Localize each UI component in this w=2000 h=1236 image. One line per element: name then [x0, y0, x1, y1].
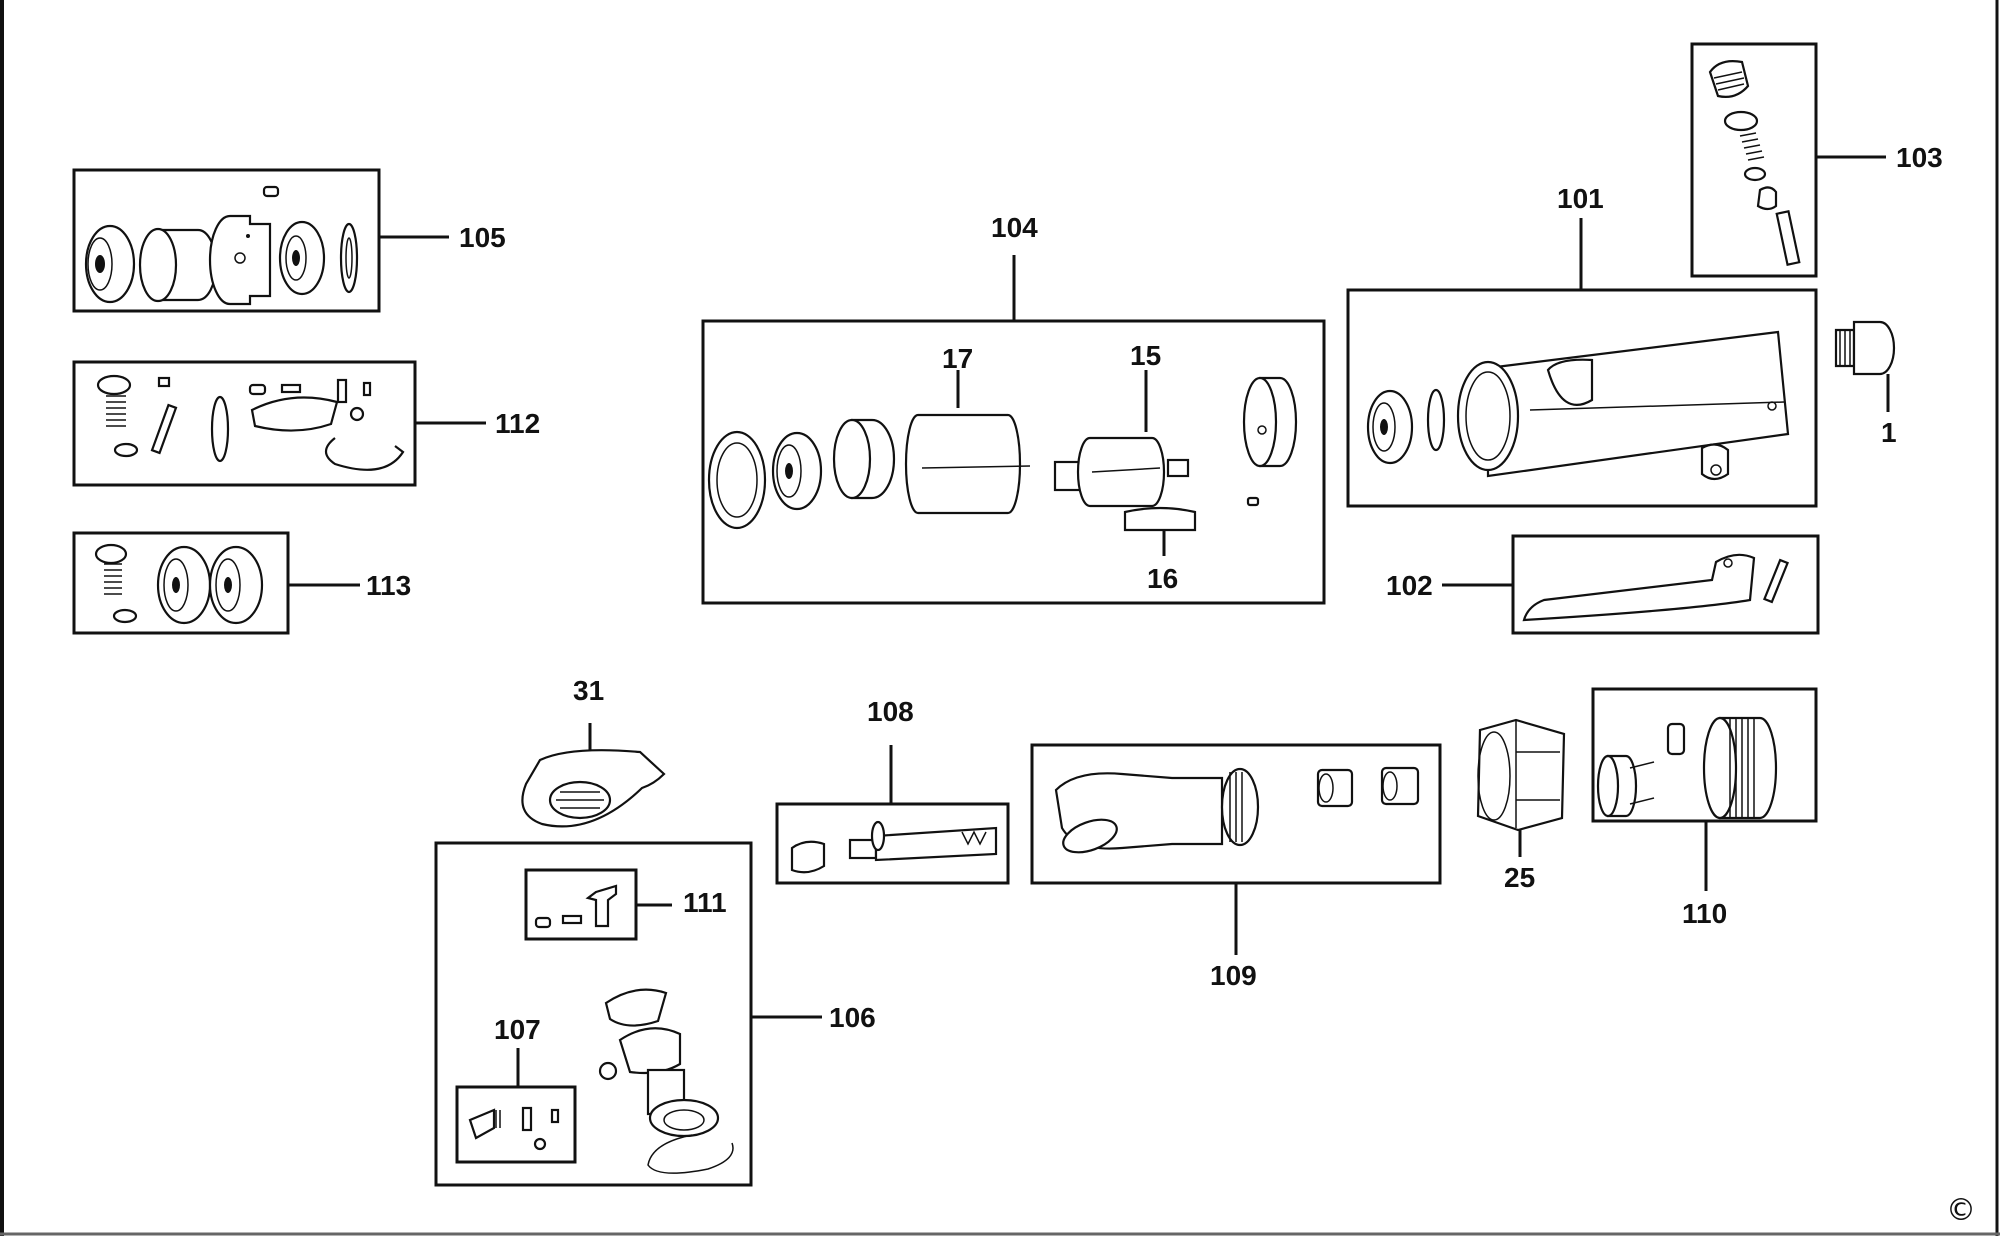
- callout-107[interactable]: 107: [455, 1014, 577, 1164]
- callout-108[interactable]: 108: [775, 696, 1010, 885]
- label-1[interactable]: 1: [1881, 417, 1897, 448]
- parts-108: [790, 820, 998, 874]
- callout-103[interactable]: 103: [1690, 42, 1943, 278]
- label-103[interactable]: 103: [1896, 142, 1943, 173]
- kit-box-107: [455, 1085, 577, 1164]
- parts-107: [468, 1106, 560, 1151]
- callout-110[interactable]: 110: [1591, 687, 1818, 929]
- parts-104: [707, 376, 1298, 532]
- parts-111: [534, 884, 618, 929]
- copyright-symbol: ©: [1946, 1193, 1976, 1228]
- part-31: [521, 749, 666, 828]
- callout-105[interactable]: 105: [72, 168, 506, 313]
- callout-102[interactable]: 102: [1386, 534, 1820, 635]
- kit-box-105: [72, 168, 381, 313]
- part-25: [1476, 718, 1566, 832]
- label-101[interactable]: 101: [1557, 183, 1604, 214]
- part-1: [1834, 320, 1896, 376]
- label-107[interactable]: 107: [494, 1014, 541, 1045]
- kit-box-111: [524, 868, 638, 941]
- kit-box-103: [1690, 42, 1818, 278]
- label-16[interactable]: 16: [1147, 563, 1178, 594]
- label-108[interactable]: 108: [867, 696, 914, 727]
- label-17[interactable]: 17: [942, 343, 973, 374]
- callout-31[interactable]: 31: [521, 675, 666, 828]
- parts-105: [84, 185, 359, 306]
- label-31[interactable]: 31: [573, 675, 604, 706]
- kit-box-113: [72, 531, 290, 635]
- label-105[interactable]: 105: [459, 222, 506, 253]
- callout-113[interactable]: 113: [72, 531, 411, 635]
- label-111[interactable]: 111: [683, 887, 727, 918]
- parts-112: [96, 374, 405, 471]
- kit-box-106: [434, 841, 753, 1187]
- callout-25[interactable]: 25: [1476, 718, 1566, 893]
- label-15[interactable]: 15: [1130, 340, 1161, 371]
- parts-110: [1596, 716, 1778, 820]
- label-113[interactable]: 113: [366, 570, 411, 601]
- parts-113: [94, 543, 264, 625]
- label-112[interactable]: 112: [495, 408, 540, 439]
- callout-111[interactable]: 111: [524, 868, 727, 941]
- callout-109[interactable]: 109: [1030, 743, 1442, 991]
- parts-106: [598, 988, 734, 1174]
- label-110[interactable]: 110: [1682, 898, 1727, 929]
- label-102[interactable]: 102: [1386, 570, 1433, 601]
- parts-101: [1366, 330, 1790, 481]
- label-109[interactable]: 109: [1210, 960, 1257, 991]
- parts-102: [1522, 553, 1790, 622]
- label-25[interactable]: 25: [1504, 862, 1535, 893]
- parts-103: [1708, 60, 1801, 266]
- callout-106[interactable]: 106: [434, 841, 876, 1187]
- callout-112[interactable]: 112: [72, 360, 540, 487]
- label-104[interactable]: 104: [991, 212, 1038, 243]
- callout-104[interactable]: 104 17 15 16: [701, 212, 1326, 605]
- parts-109: [1054, 766, 1420, 854]
- label-106[interactable]: 106: [829, 1002, 876, 1033]
- callout-101[interactable]: 101: [1346, 183, 1818, 508]
- callout-1[interactable]: 1: [1834, 320, 1897, 448]
